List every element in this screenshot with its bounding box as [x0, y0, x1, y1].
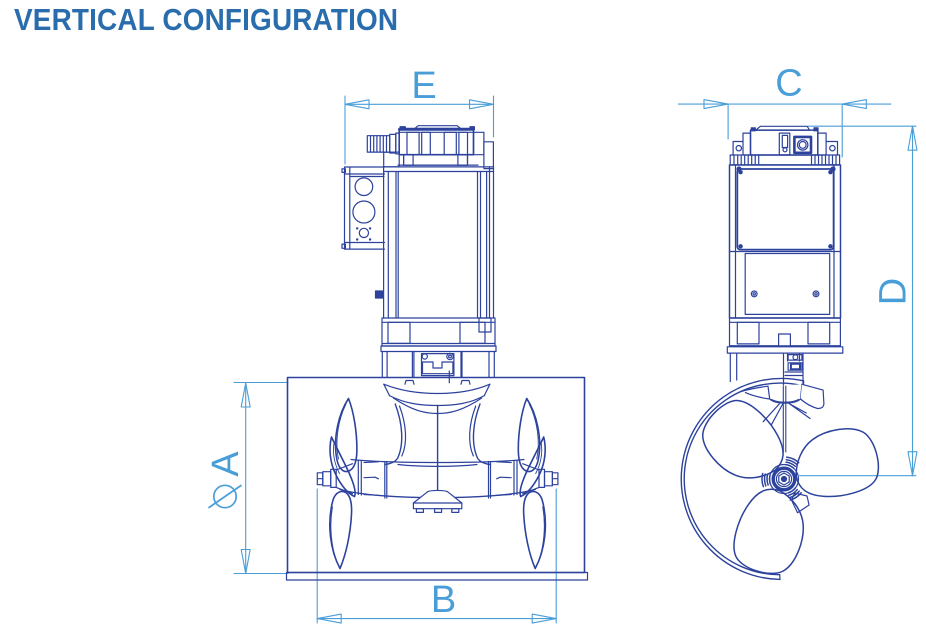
svg-text:D: D: [873, 278, 915, 305]
svg-text:C: C: [775, 63, 802, 105]
svg-text:A: A: [205, 451, 247, 477]
svg-text:B: B: [431, 579, 456, 621]
svg-text:E: E: [411, 65, 436, 107]
